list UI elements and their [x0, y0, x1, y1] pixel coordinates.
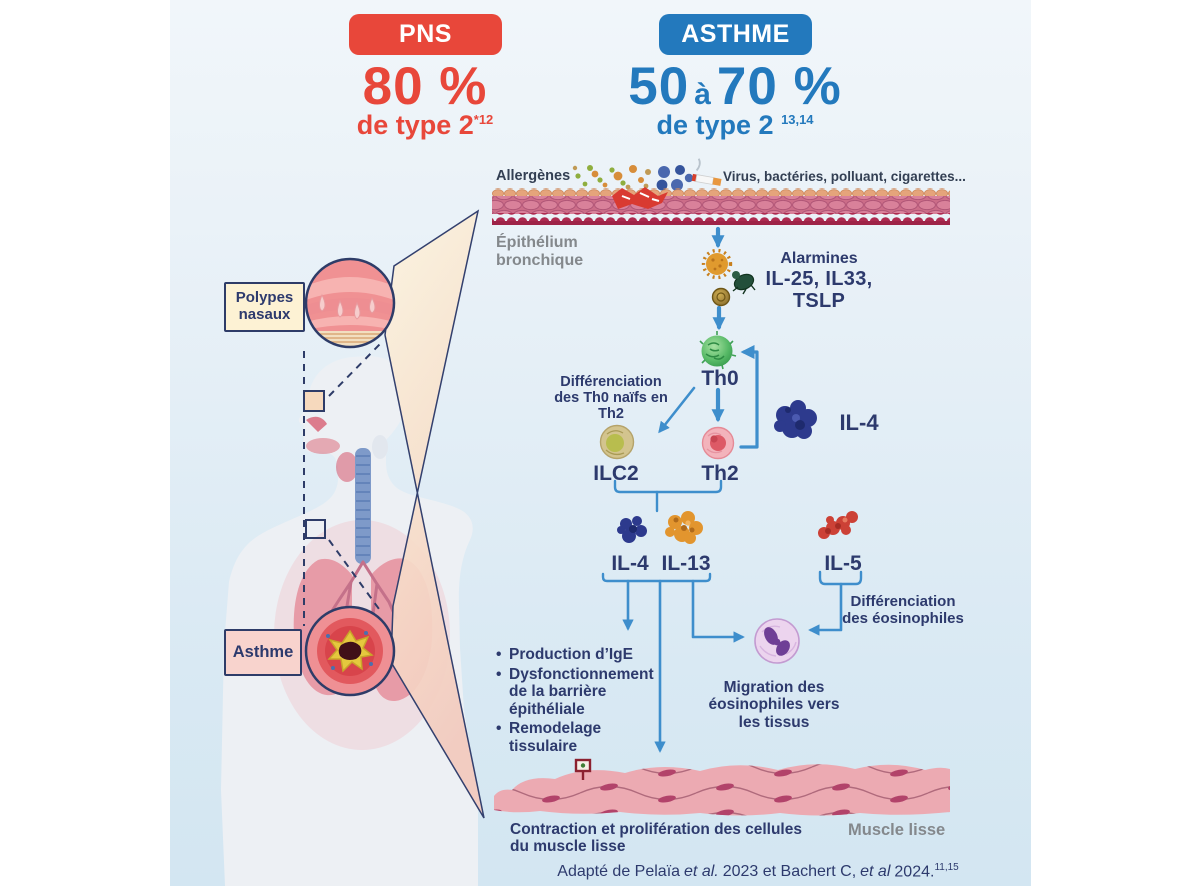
il5-label: IL-5: [824, 552, 862, 575]
effect-item: Production d’IgE: [496, 646, 658, 664]
muscle-illustration: [494, 758, 950, 816]
constricted-lumen: [338, 641, 362, 660]
pns-badge: PNS: [349, 14, 502, 55]
th2-cell: [701, 426, 735, 460]
asthme-badge: ASTHME: [659, 14, 812, 55]
effect-item: Remodelage tissulaire: [496, 720, 658, 755]
polypes-label: Polypes nasaux: [235, 289, 294, 323]
eosinophil-migration-label: Migration des éosinophiles vers les tiss…: [708, 679, 840, 731]
pns-reference-sup: *12: [473, 112, 494, 127]
virus-particles-icon: [656, 165, 694, 191]
th0-label: Th0: [701, 367, 739, 390]
trachea-rings: [356, 455, 370, 556]
effect-item: Dysfonctionnement de la barrière épithél…: [496, 666, 658, 719]
polyp-inset-circle: [304, 257, 396, 349]
epithelium-damage: [612, 187, 668, 209]
il5-molecule: [818, 511, 858, 539]
citation-etal-1: et al.: [684, 863, 719, 881]
bronchial-tree: [328, 560, 398, 620]
il4-label: IL-4: [611, 552, 649, 575]
magnifier-beam: [384, 209, 485, 819]
il13-molecule: [665, 511, 703, 544]
chest-target-square: [305, 519, 326, 539]
bronchiole-inset-circle: [304, 605, 396, 697]
virus-ball-icon: [701, 248, 733, 280]
pns-percent: 80 %: [362, 57, 488, 116]
citation-prefix: Adapté de Pelaïa: [557, 863, 681, 881]
asthme-label-box: Asthme: [224, 629, 302, 676]
allergens-label: Allergènes: [496, 168, 571, 184]
alarmines-block: Alarmines IL-25, IL33, TSLP: [753, 250, 885, 313]
il4-molecule: [617, 516, 647, 543]
arrow-differentiation-to-ilc2: [658, 386, 696, 434]
eosinophil-differentiation-label: Différenciation des éosinophiles: [842, 593, 964, 627]
pathway-arrows: [601, 226, 863, 753]
alarmines-list: IL-25, IL33, TSLP: [765, 267, 873, 313]
mouth-tissue: [306, 438, 340, 454]
trachea: [355, 448, 371, 564]
epithelium-illustration: [492, 187, 950, 225]
allergen-sphere-core: [716, 292, 726, 302]
throat-tissue: [336, 452, 358, 482]
arrow-to-eosinophil-left: [691, 579, 745, 643]
polypes-label-box: Polypes nasaux: [224, 282, 305, 332]
triggers-label: Virus, bactéries, polluant, cigarettes..…: [723, 169, 966, 184]
il4-feedback-elbow: [739, 344, 759, 449]
asthme-reference-sup: 13,14: [781, 112, 814, 127]
il13-label: IL-13: [661, 552, 711, 575]
th0-cell: [699, 331, 737, 370]
nose-target-square: [303, 390, 325, 412]
muscle-label: Muscle lisse: [848, 821, 946, 839]
asthme-badge-label: ASTHME: [681, 20, 790, 48]
bracket-ilc2-th2: [613, 479, 723, 494]
asthme-label: Asthme: [232, 643, 294, 662]
ilc2-cell: [599, 424, 635, 460]
pns-badge-label: PNS: [399, 20, 452, 48]
citation-references-sup: 11,15: [934, 862, 959, 873]
pns-subtitle: de type 2*12: [356, 110, 494, 140]
allergen-sphere-icon: [711, 287, 731, 307]
dust-mite-icon: [732, 271, 756, 295]
citation-etal-2: et al: [860, 863, 891, 881]
ear: [372, 435, 388, 459]
effects-list: Production d’IgE Dysfonctionnement de la…: [496, 646, 658, 757]
citation-suffix: 2024.: [894, 863, 935, 881]
il4-feedback-label: IL-4: [839, 410, 879, 435]
arrow-to-eosinophil-right: [808, 582, 843, 636]
epithelium-label: Épithélium bronchique: [496, 234, 584, 269]
il4-molecule-large: [774, 400, 817, 439]
alarmines-title: Alarmines: [780, 250, 858, 267]
cigarette-icon: [691, 158, 722, 186]
eosinophil-cell: [754, 618, 800, 664]
ilc2-label: ILC2: [593, 462, 639, 485]
th2-label: Th2: [701, 462, 739, 485]
contraction-label: Contraction et prolifération des cellule…: [510, 821, 802, 856]
citation-mid: 2023 et Bachert C,: [722, 863, 857, 881]
nasal-cavity: [306, 416, 327, 432]
asthme-subtitle: de type 2 13,14: [656, 110, 814, 140]
receptor-icon: [574, 758, 592, 780]
allergen-particles-icon: [572, 165, 651, 190]
differentiation-note: Différenciation des Th0 naïfs en Th2: [554, 374, 668, 423]
bracket-il4-il13: [601, 572, 712, 583]
